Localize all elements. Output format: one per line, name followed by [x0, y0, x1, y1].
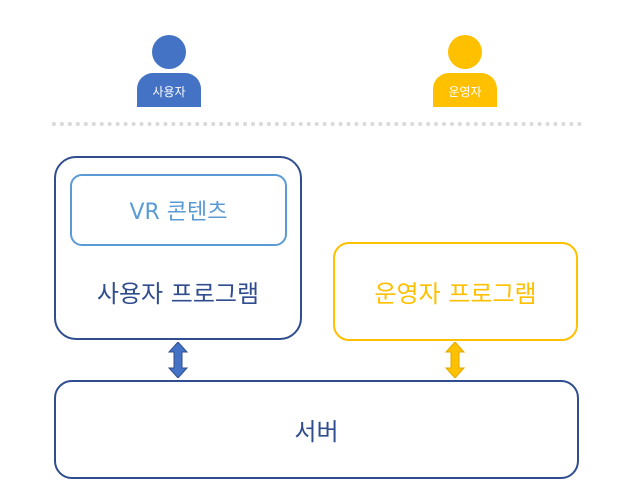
user-server-arrow-icon — [167, 342, 189, 378]
user-actor-body — [137, 73, 201, 107]
server-label: 서버 — [294, 418, 339, 446]
operator-actor-body — [433, 73, 497, 107]
server-box: 서버 — [54, 380, 579, 479]
dotted-divider — [52, 122, 582, 126]
user-program-label: 사용자 프로그램 — [96, 280, 260, 308]
vr-content-label: VR 콘텐츠 — [129, 200, 228, 225]
user-actor-icon: 사용자 — [137, 35, 201, 111]
operator-actor-head — [448, 35, 482, 69]
user-actor-label: 사용자 — [152, 85, 186, 99]
operator-actor-icon: 운영자 — [433, 35, 497, 111]
operator-server-arrow-icon — [444, 342, 466, 378]
operator-program-label: 운영자 프로그램 — [374, 280, 537, 308]
vr-content-box: VR 콘텐츠 — [70, 174, 287, 246]
user-actor-head — [152, 35, 186, 69]
operator-program-box: 운영자 프로그램 — [333, 242, 578, 341]
operator-actor-label: 운영자 — [448, 85, 482, 99]
